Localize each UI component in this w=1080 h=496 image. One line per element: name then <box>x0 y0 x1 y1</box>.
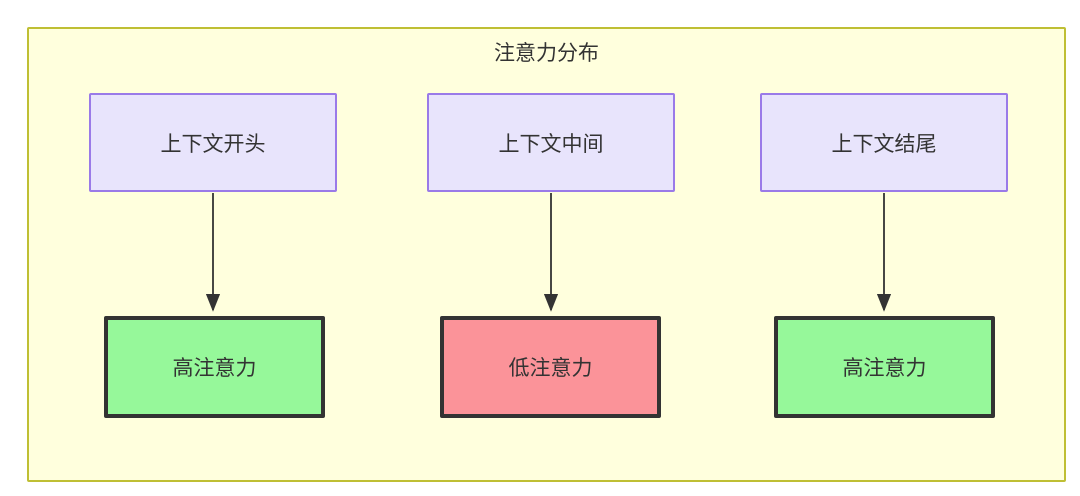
node-attention-start-label: 高注意力 <box>172 357 257 380</box>
node-context-middle-label: 上下文中间 <box>498 132 604 156</box>
node-context-middle[interactable]: 上下文中间 <box>427 93 675 192</box>
node-context-end[interactable]: 上下文结尾 <box>760 93 1008 192</box>
node-context-start-label: 上下文开头 <box>160 132 266 156</box>
node-attention-start[interactable]: 高注意力 <box>104 316 325 418</box>
node-attention-end[interactable]: 高注意力 <box>774 316 995 418</box>
node-context-start[interactable]: 上下文开头 <box>89 93 337 192</box>
node-attention-end-label: 高注意力 <box>842 357 927 380</box>
node-attention-middle[interactable]: 低注意力 <box>440 316 661 418</box>
node-context-end-label: 上下文结尾 <box>831 132 937 156</box>
diagram-title: 注意力分布 <box>494 42 599 65</box>
node-attention-middle-label: 低注意力 <box>508 357 593 380</box>
